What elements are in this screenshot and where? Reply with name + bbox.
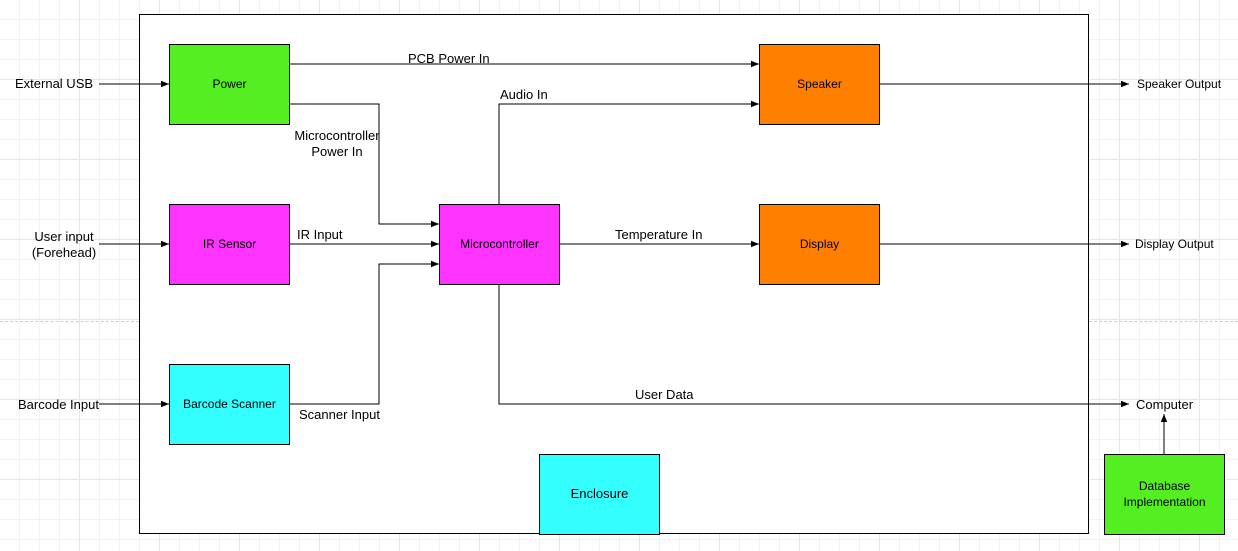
display-block[interactable]: Display: [759, 204, 880, 285]
microcontroller-block[interactable]: Microcontroller: [439, 204, 560, 285]
edge-microcontroller-power-in: [289, 103, 439, 228]
enclosure-block[interactable]: Enclosure: [539, 454, 660, 535]
display-output-label: Display Output: [1135, 237, 1214, 251]
audio-in-label: Audio In: [500, 87, 548, 102]
grid-dashed-line-left: [0, 321, 139, 322]
temperature-in-label: Temperature In: [615, 227, 703, 242]
ir-input-label: IR Input: [297, 227, 343, 242]
speaker-output-label: Speaker Output: [1137, 77, 1222, 91]
barcode-input-label: Barcode Input: [18, 397, 99, 412]
scanner-input-label: Scanner Input: [299, 407, 380, 422]
grid-dashed-line-right: [1089, 321, 1238, 322]
computer-label: Computer: [1136, 397, 1194, 412]
enclosure-boundary: [139, 14, 1089, 534]
pcb-power-in-label: PCB Power In: [408, 51, 490, 66]
edge-audio-in: [498, 100, 759, 204]
edge-user-data: [498, 284, 1129, 408]
database-block[interactable]: Database Implementation: [1104, 454, 1225, 535]
external-usb-label: External USB: [15, 76, 94, 91]
user-data-label: User Data: [635, 387, 694, 402]
barcode-scanner-block[interactable]: Barcode Scanner: [169, 364, 290, 445]
power-block[interactable]: Power: [169, 44, 290, 125]
user-input-label: User input (Forehead): [31, 229, 97, 260]
ir-sensor-block[interactable]: IR Sensor: [169, 204, 290, 285]
edge-scanner-input: [289, 260, 439, 405]
microcontroller-power-in-label: Microcontroller Power In: [294, 128, 380, 159]
speaker-block[interactable]: Speaker: [759, 44, 880, 125]
